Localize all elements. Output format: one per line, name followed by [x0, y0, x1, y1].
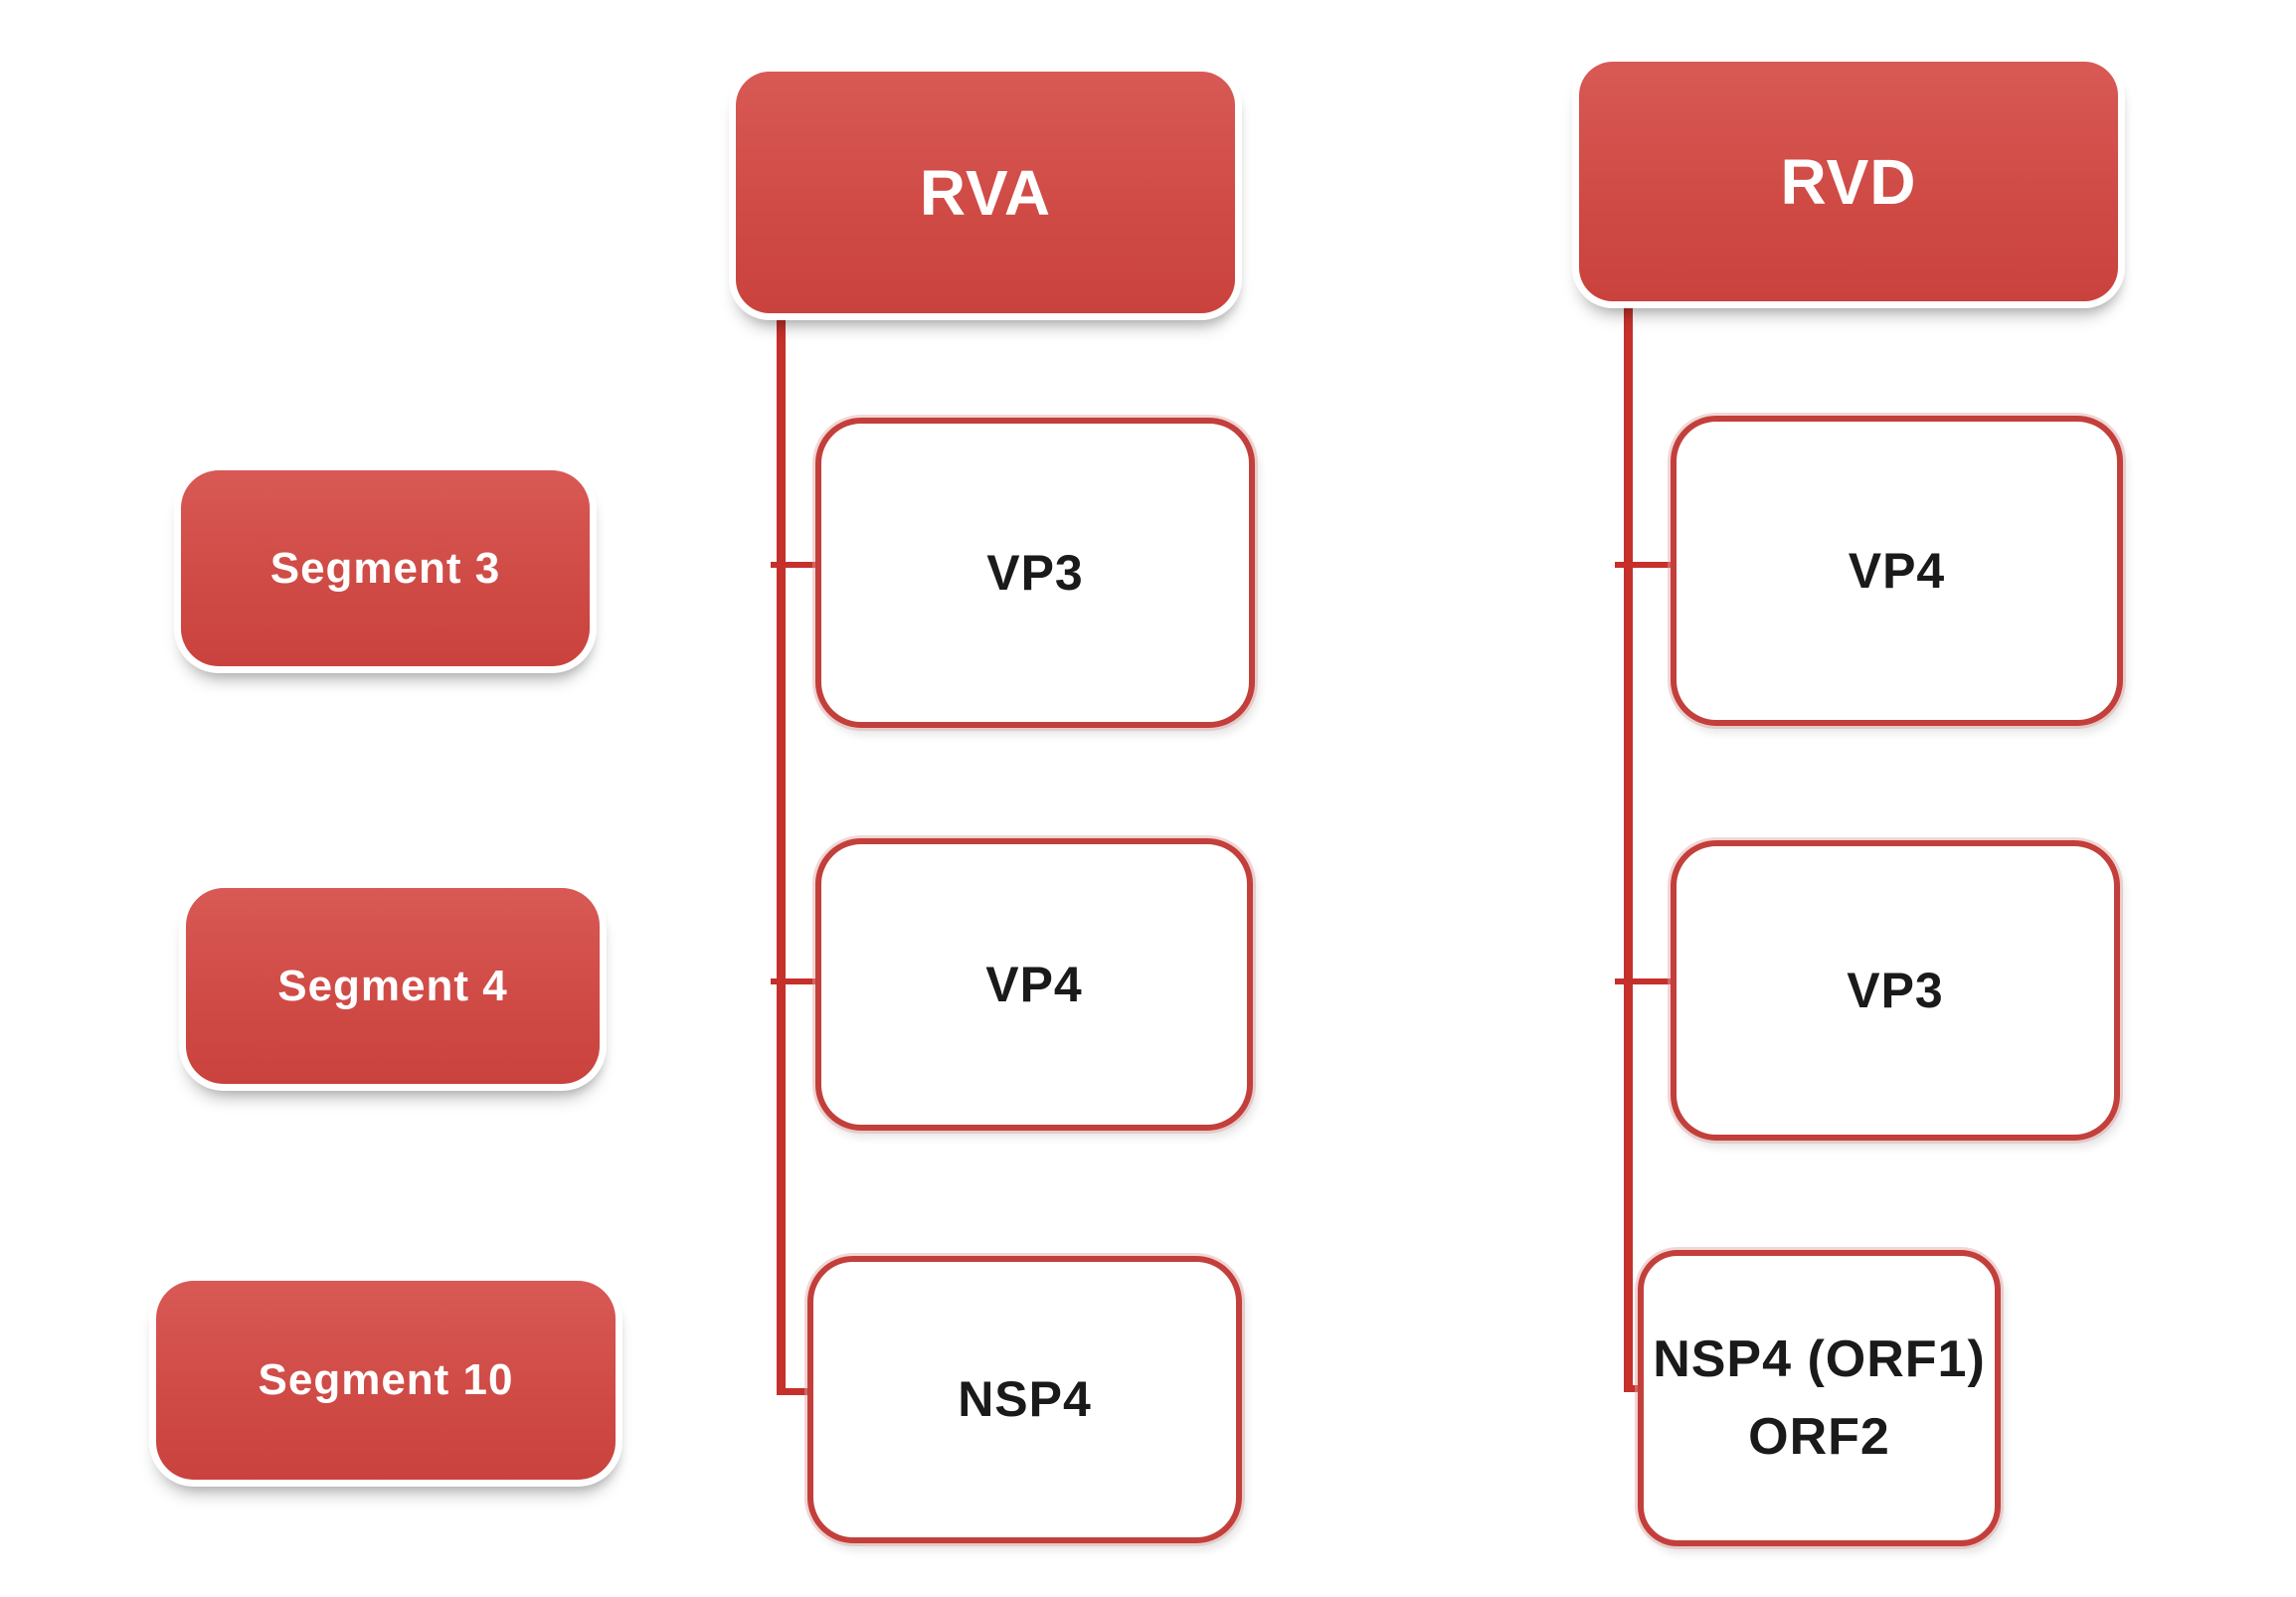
- rvd-nsp4-orf-box: NSP4 (ORF1) ORF2: [1638, 1250, 2001, 1546]
- rva-root-box: RVA: [736, 72, 1235, 313]
- rvd-branch-line-vp4: [1615, 562, 1677, 568]
- rva-vp4-label: VP4: [985, 956, 1083, 1012]
- segment-4-label: Segment 4: [277, 961, 508, 1010]
- rva-vp3-box: VP3: [815, 418, 1255, 728]
- rva-vp3-label: VP3: [986, 544, 1084, 601]
- segment-3-label: Segment 3: [269, 543, 501, 593]
- rvd-root-box: RVD: [1579, 62, 2118, 301]
- rvd-root-label: RVD: [1780, 145, 1917, 218]
- segment-10-label: Segment 10: [258, 1355, 514, 1404]
- rvd-branch-line-nsp4: [1624, 1385, 1648, 1392]
- rvd-branch-line-vp3: [1615, 978, 1677, 984]
- rvd-vp4-label: VP4: [1848, 542, 1946, 599]
- rva-vp4-box: VP4: [815, 838, 1253, 1131]
- rvd-vp4-box: VP4: [1671, 416, 2123, 726]
- rvd-orf2-label: ORF2: [1748, 1408, 1890, 1466]
- rvd-vp3-box: VP3: [1671, 840, 2120, 1141]
- rva-tree-trunk-line: [777, 303, 786, 1395]
- segment-10-box: Segment 10: [156, 1281, 616, 1480]
- rva-root-label: RVA: [919, 156, 1052, 229]
- rva-nsp4-label: NSP4: [958, 1371, 1092, 1428]
- rvd-nsp4-orf1-label: NSP4 (ORF1): [1653, 1331, 1986, 1388]
- rva-branch-line-vp4: [771, 978, 820, 984]
- rva-branch-line-nsp4: [777, 1388, 816, 1395]
- rva-branch-line-vp3: [771, 562, 820, 568]
- segment-4-box: Segment 4: [186, 888, 600, 1084]
- rvd-tree-trunk-line: [1624, 294, 1633, 1392]
- rva-nsp4-box: NSP4: [807, 1256, 1242, 1543]
- segment-3-box: Segment 3: [181, 470, 590, 666]
- rvd-vp3-label: VP3: [1847, 962, 1944, 1018]
